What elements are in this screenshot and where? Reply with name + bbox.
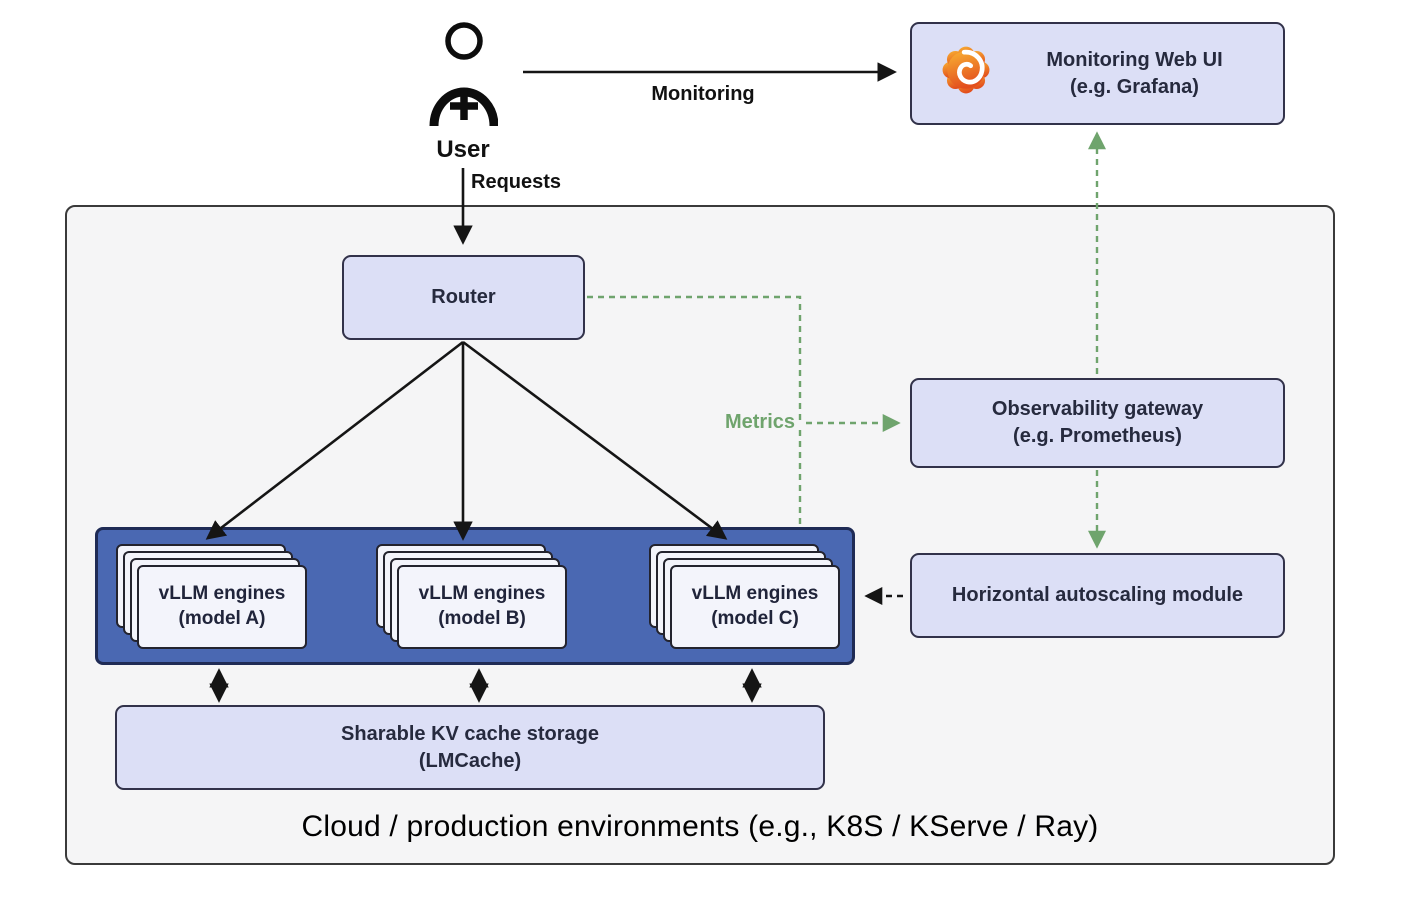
monitoring-ui-subtitle: (e.g. Grafana) (1070, 75, 1199, 98)
engine-c-title: vLLM engines (691, 583, 819, 605)
requests-flow-label: Requests (471, 171, 562, 193)
vllm-engines-stack-model-a: vLLM engines (model A) (116, 544, 308, 650)
engine-a-title: vLLM engines (158, 583, 286, 605)
router-label: Router (431, 286, 496, 308)
vllm-engines-stack-model-c: vLLM engines (model C) (649, 544, 841, 650)
engine-c-subtitle: (model C) (711, 608, 799, 629)
observability-subtitle: (e.g. Prometheus) (1013, 425, 1182, 447)
autoscaling-module-box: Horizontal autoscaling module (910, 553, 1285, 638)
vllm-engines-stack-model-b: vLLM engines (model B) (376, 544, 568, 650)
engine-b-title: vLLM engines (418, 583, 546, 605)
engine-card-model-c: vLLM engines (model C) (670, 565, 840, 649)
metrics-flow-label: Metrics (724, 411, 795, 433)
user-label: User (436, 136, 490, 163)
engine-a-subtitle: (model A) (178, 608, 266, 629)
observability-title: Observability gateway (991, 398, 1204, 420)
observability-gateway-box: Observability gateway (e.g. Prometheus) (910, 378, 1285, 468)
environment-label: Cloud / production environments (e.g., K… (301, 810, 1099, 843)
kv-cache-storage-box: Sharable KV cache storage (LMCache) (115, 705, 825, 790)
router-box: Router (342, 255, 585, 340)
engine-card-model-a: vLLM engines (model A) (137, 565, 307, 649)
monitoring-flow-label: Monitoring (651, 83, 755, 105)
monitoring-web-ui-box: Monitoring Web UI (e.g. Grafana) (910, 22, 1285, 125)
user-add-icon (428, 20, 499, 134)
engine-card-model-b: vLLM engines (model B) (397, 565, 567, 649)
kv-cache-subtitle: (LMCache) (418, 749, 522, 772)
autoscaler-label: Horizontal autoscaling module (951, 584, 1244, 606)
engine-b-subtitle: (model B) (438, 608, 526, 629)
grafana-logo-icon (936, 38, 996, 110)
vllm-engines-container: vLLM engines (model A) vLLM engines (mod… (95, 527, 855, 665)
kv-cache-title: Sharable KV cache storage (341, 722, 599, 745)
monitoring-ui-title: Monitoring Web UI (1046, 48, 1223, 71)
